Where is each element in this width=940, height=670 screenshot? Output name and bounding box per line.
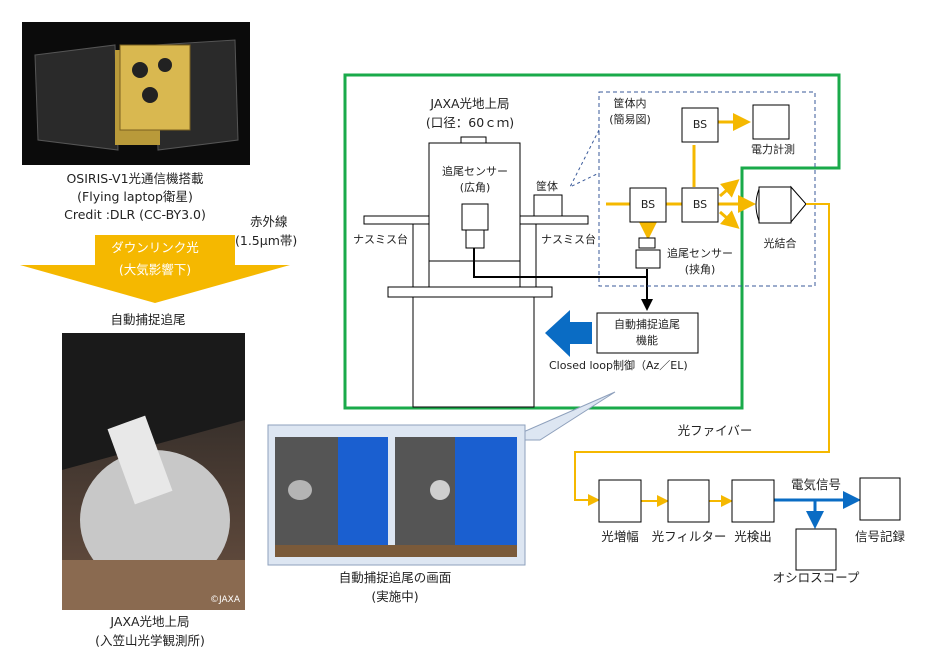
downlink-sublabel: (大気影響下) xyxy=(118,262,192,277)
satellite-photo xyxy=(22,22,250,165)
closed-loop-arrow xyxy=(545,310,592,357)
infrared-label: 赤外線 xyxy=(250,214,288,229)
closed-loop-label: Closed loop制御（Az／EL) xyxy=(549,359,688,372)
fiber-label: 光ファイバー xyxy=(677,423,753,438)
bs3-label: BS xyxy=(692,118,708,131)
satellite-caption-2: (Flying laptop衛星) xyxy=(77,189,193,204)
recorder-label: 信号記録 xyxy=(854,529,906,544)
telescope-title: JAXA光地上局 xyxy=(430,96,510,111)
nasmyth-right-label: ナスミス台 xyxy=(541,233,596,246)
wide-sensor-sublabel: (広角) xyxy=(459,181,491,194)
ground-station-photo: ©JAXA xyxy=(62,333,245,610)
filter-label: 光フィルター xyxy=(651,529,727,544)
power-meter-label: 電力計測 xyxy=(751,143,795,156)
ground-station-frame xyxy=(343,73,841,410)
wide-sensor-label: 追尾センサー xyxy=(442,165,508,178)
tracking-function-label: 自動捕捉追尾 xyxy=(614,318,680,331)
jaxa-watermark: ©JAXA xyxy=(210,595,241,605)
housing-inside-subtitle: (簡易図) xyxy=(609,113,651,126)
auto-tracking-label: 自動捕捉追尾 xyxy=(110,312,186,327)
housing-inside-title: 筐体内 xyxy=(613,97,647,110)
amplifier-label: 光増幅 xyxy=(601,529,639,544)
screen-caption: 自動捕捉追尾の画面 xyxy=(338,570,452,585)
narrow-sensor-sublabel: (挟角) xyxy=(684,263,716,276)
narrow-sensor-label: 追尾センサー xyxy=(667,247,733,260)
station-caption: JAXA光地上局 xyxy=(110,614,190,629)
oscilloscope-label: オシロスコープ xyxy=(772,570,860,585)
telescope-aperture: (口径：60ｃｍ) xyxy=(425,115,515,130)
housing-label: 筐体 xyxy=(536,180,558,193)
bs1-label: BS xyxy=(640,198,656,211)
satellite-credit: Credit :DLR (CC-BY3.0) xyxy=(64,207,206,222)
infrared-band: (1.5μm帯) xyxy=(235,233,298,248)
station-caption-2: (入笠山光学観測所) xyxy=(95,633,205,648)
fiber-coupler-label: 光結合 xyxy=(763,237,797,250)
bs2-label: BS xyxy=(692,198,708,211)
tracking-function-sublabel: 機能 xyxy=(636,334,658,347)
housing-detail-box xyxy=(598,91,816,287)
screen-caption-2: (実施中) xyxy=(371,589,419,604)
detector-label: 光検出 xyxy=(734,529,772,544)
electric-signal-label: 電気信号 xyxy=(790,477,842,492)
downlink-arrow xyxy=(20,235,290,303)
downlink-label: ダウンリンク光 xyxy=(111,240,199,255)
nasmyth-left-label: ナスミス台 xyxy=(353,233,408,246)
satellite-caption: OSIRIS-V1光通信機搭載 xyxy=(66,171,204,186)
telescope-drawing xyxy=(363,136,589,408)
